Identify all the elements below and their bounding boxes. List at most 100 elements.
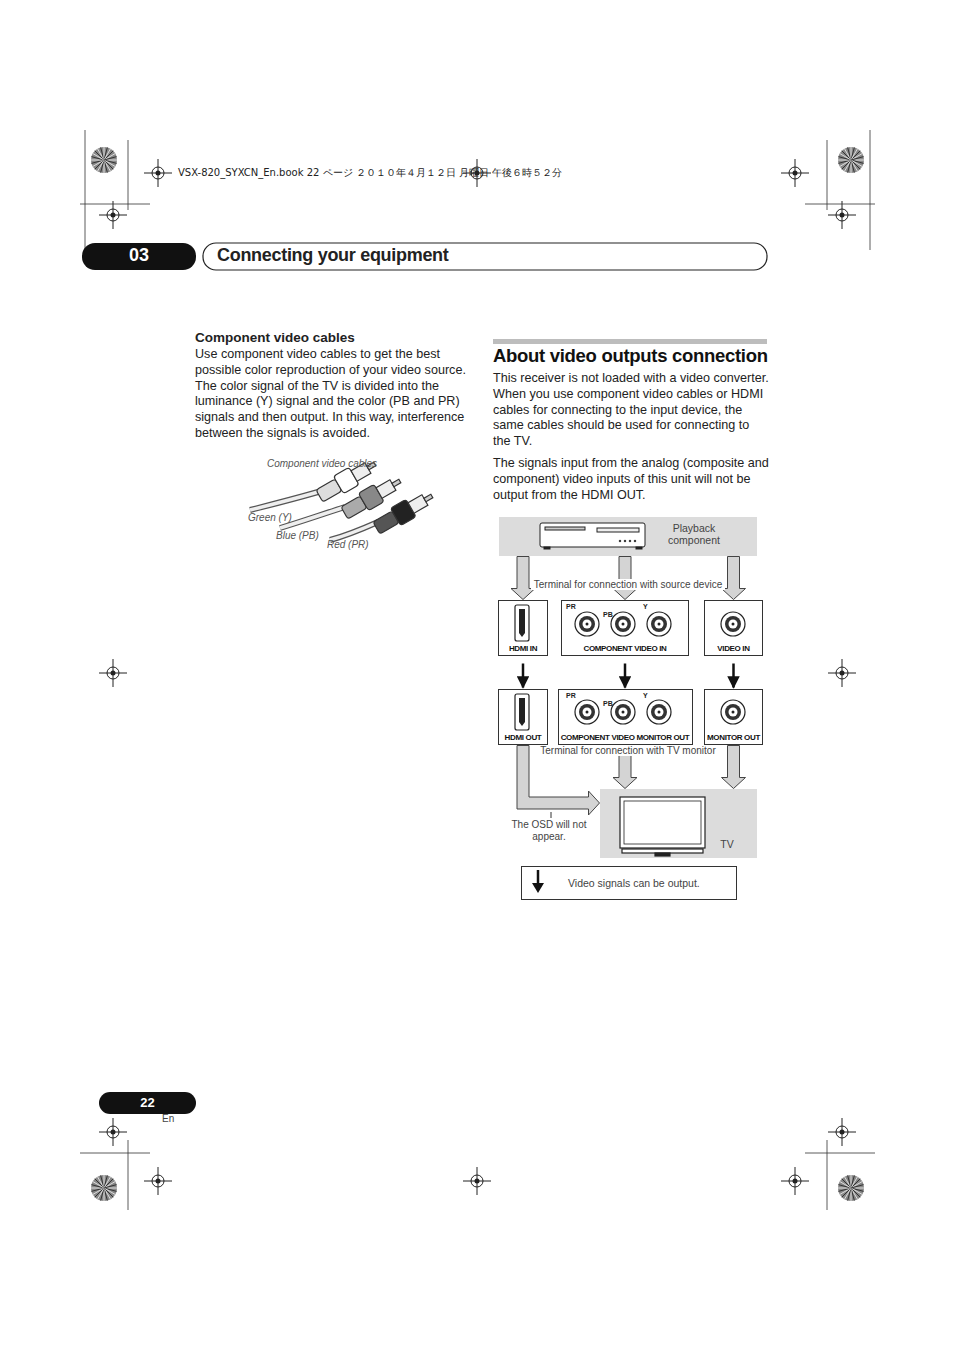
caption-patch: Terminal for connection with source devi… [531, 579, 725, 590]
jack-icon [519, 698, 525, 726]
crop-mark [156, 171, 161, 176]
crop-mark [851, 1185, 864, 1188]
signal-name: PR [566, 692, 576, 700]
leader-line [551, 812, 552, 818]
jack-icon [622, 623, 625, 626]
jack-icon [647, 612, 671, 636]
terminal-caption: Terminal for connection with source devi… [499, 579, 757, 591]
jack-icon [586, 711, 589, 714]
player-illustration [634, 540, 636, 542]
crop-mark [101, 1175, 104, 1188]
tv-illustration [620, 797, 705, 848]
jack-icon [575, 700, 599, 724]
jack-icon [575, 612, 599, 636]
crop-mark [104, 1188, 107, 1201]
part-label: Green (Y) [248, 512, 292, 524]
jack-icon [732, 623, 735, 626]
player-illustration [540, 523, 645, 549]
crop-mark [91, 147, 117, 173]
crop-mark [91, 1175, 117, 1201]
cable-illustration [250, 455, 437, 540]
jack-icon [619, 708, 628, 717]
page-number: 22 [99, 1095, 196, 1111]
crop-mark [128, 1140, 129, 1210]
crop-mark [91, 1188, 104, 1191]
crop-mark [838, 1175, 864, 1201]
subsection-heading: Component video cables [195, 330, 355, 346]
chapter-title: Connecting your equipment [217, 245, 449, 267]
language-code: En [162, 1113, 174, 1125]
terminal-name: COMPONENT VIDEO IN [583, 644, 666, 653]
jack-icon [647, 700, 671, 724]
cable-illustration [371, 487, 436, 536]
crop-mark [91, 160, 104, 163]
caption-patch: Terminal for connection with TV monitor [537, 745, 718, 756]
source-band [499, 517, 757, 556]
crop-mark [805, 204, 875, 205]
crop-mark [838, 160, 851, 163]
section-title: About video outputs connection [493, 345, 768, 367]
part-label: Blue (PB) [276, 530, 319, 542]
legend-arrow-sample [537, 870, 540, 884]
crop-mark [851, 1188, 854, 1201]
crop-mark [104, 1182, 115, 1189]
crop-mark [805, 1153, 875, 1154]
crop-mark [848, 1175, 851, 1188]
jack-icon [515, 605, 529, 641]
cable-illustration [250, 492, 318, 510]
jack-icon [615, 704, 631, 720]
jack-icon [583, 620, 592, 629]
crop-mark [104, 160, 111, 171]
jack-icon [519, 609, 525, 637]
crop-mark [838, 1188, 851, 1191]
jack-icon [586, 623, 589, 626]
crop-mark [104, 157, 117, 160]
crop-mark [851, 160, 854, 173]
crop-mark [93, 160, 104, 167]
crop-mark [851, 1188, 858, 1199]
part-label: Red (PR) [327, 539, 369, 551]
crop-mark [838, 147, 864, 173]
jack-icon [729, 708, 738, 717]
body-text: This receiver is not loaded with a video… [493, 371, 769, 450]
player-illustration [597, 528, 639, 532]
crop-mark [851, 1182, 862, 1189]
cable-illustration [250, 492, 318, 510]
legend-arrow-sample [532, 883, 544, 893]
tv-illustration [620, 797, 705, 856]
jack-icon [658, 623, 661, 626]
terminal-box: VIDEO IN [704, 600, 763, 656]
chapter-header [82, 243, 196, 270]
jack-icon [515, 605, 745, 730]
tv-band [600, 789, 757, 858]
crop-mark [793, 171, 798, 176]
crop-mark [98, 1177, 105, 1188]
jack-icon [579, 704, 595, 720]
tv-illustration [655, 853, 670, 856]
tv-band: TV [600, 789, 757, 858]
jack-icon [515, 694, 529, 730]
terminal-box: HDMI OUT [498, 689, 548, 745]
file-info: VSX-820_SYXCN_En.book 22 ページ ２０１０年４月１２日 … [178, 167, 562, 179]
legend-box: Video signals can be output. [521, 866, 737, 900]
player-illustration [545, 527, 585, 530]
jack-icon [579, 616, 595, 632]
terminal-box: MONITOR OUT [704, 689, 763, 745]
chapter-header [203, 243, 767, 270]
terminal-caption: Terminal for connection with TV monitor [528, 745, 728, 757]
jack-icon [655, 708, 664, 717]
crop-mark [840, 1188, 851, 1195]
crop-mark [98, 149, 105, 160]
crop-mark [827, 140, 828, 210]
tv-illustration [624, 801, 701, 844]
connection-arrow [613, 557, 637, 600]
jack-icon [721, 612, 745, 636]
crop-mark [104, 1185, 117, 1188]
crop-mark [80, 204, 150, 205]
signal-name: PB [603, 611, 613, 619]
jack-icon [583, 708, 592, 717]
device-name: TV [712, 839, 742, 851]
jack-icon [725, 616, 741, 632]
